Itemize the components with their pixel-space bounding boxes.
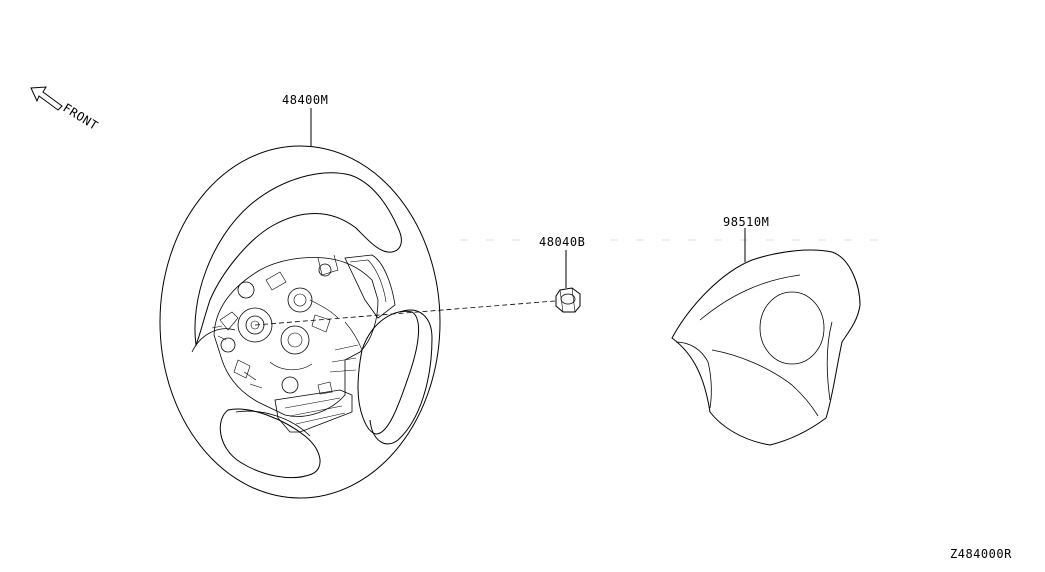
front-arrow-icon xyxy=(30,86,63,111)
steering-wheel-illustration xyxy=(159,145,441,499)
part-label-48400m: 48400M xyxy=(282,93,328,107)
diagram-code: Z484000R xyxy=(950,547,1012,561)
fastening-line xyxy=(254,300,556,326)
part-label-98510m: 98510M xyxy=(723,215,769,229)
front-label: FRONT xyxy=(60,101,100,133)
airbag-module-illustration xyxy=(671,249,861,446)
nut-illustration xyxy=(555,287,581,313)
part-label-48040b: 48040B xyxy=(539,235,585,249)
